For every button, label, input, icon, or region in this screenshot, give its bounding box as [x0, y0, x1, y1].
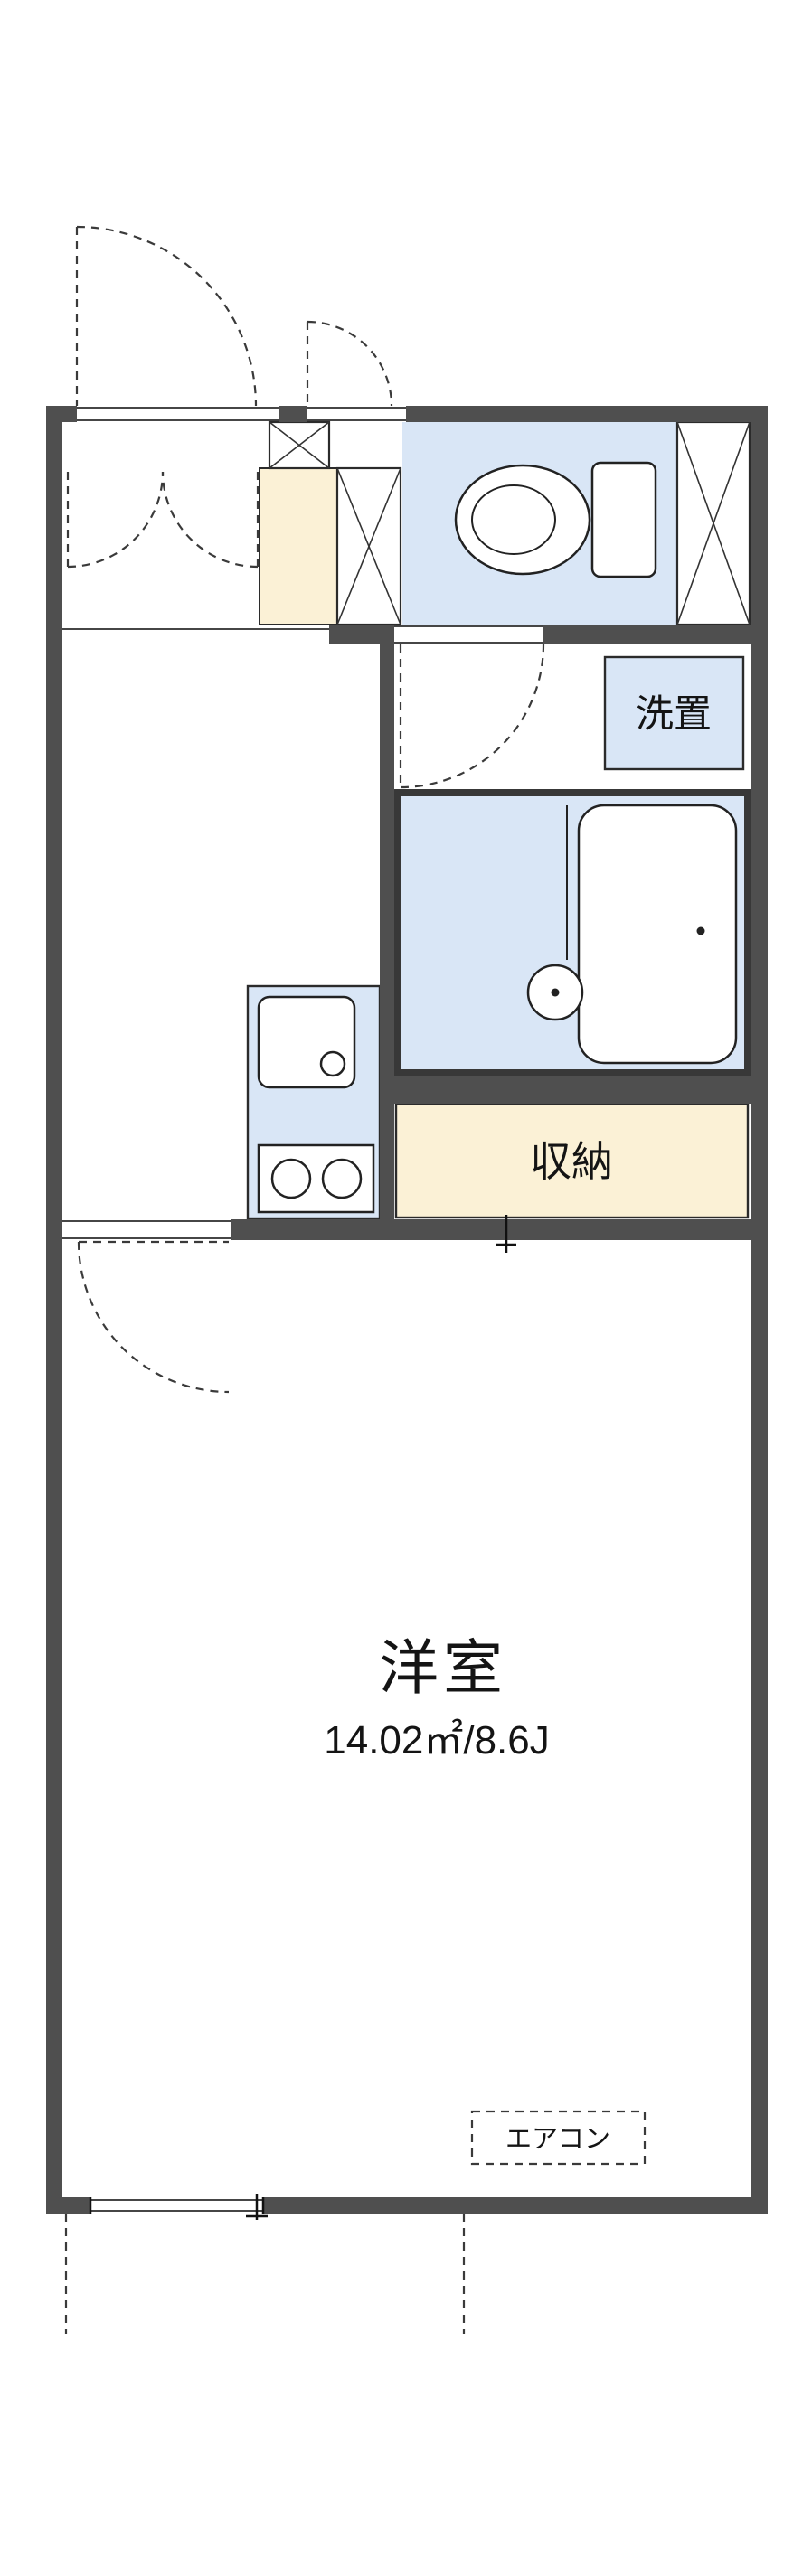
closet-label: 収納: [530, 1138, 613, 1185]
aircon-label: エアコン: [505, 2125, 610, 2154]
stove-icon: [257, 1143, 375, 1214]
pipe-space-center: [335, 466, 402, 626]
main-room-area-label: 14.02㎡/8.6J: [324, 1718, 550, 1763]
kitchen-sink-icon: [257, 995, 356, 1089]
wall-top-seg3: [406, 406, 768, 422]
wall-vertical-hall: [380, 644, 394, 1240]
shoe-closet-door-arcs: [66, 471, 260, 569]
bathtub-icon: [577, 804, 738, 1065]
washroom-door-swing-arc: [399, 644, 545, 789]
wall-bath-closet-band: [394, 1076, 751, 1104]
main-room-door-swing-arc: [77, 1240, 230, 1394]
shoe-cabinet: [259, 467, 338, 625]
wall-center-mark: [496, 1215, 516, 1253]
meter-box: [268, 420, 331, 470]
pipe-space-right: [675, 420, 751, 626]
wall-mid-horizontal-seg1: [329, 625, 394, 644]
opening-lines: [62, 407, 543, 1239]
washer-space-box: [603, 655, 745, 771]
toilet-icon: [454, 461, 657, 578]
wall-top-seg1: [46, 406, 77, 422]
wall-bottom-seg2: [263, 2197, 768, 2214]
walls: [46, 406, 768, 2214]
meter-door-swing-arc: [306, 320, 393, 407]
balcony-boundary-dashes: [64, 2214, 466, 2334]
main-room-label: 洋室: [379, 1634, 507, 1701]
washer-label: 洗置: [636, 692, 712, 735]
wall-right: [751, 406, 768, 2214]
closet-area: [394, 1102, 750, 1219]
wall-top-seg2: [279, 406, 307, 422]
bathtub-drain-dot: [696, 926, 705, 935]
window-bottom: [89, 2194, 268, 2220]
wall-mid-horizontal-seg2: [543, 625, 751, 644]
shower-drain-icon: [526, 805, 584, 1021]
wall-bottom-seg1: [46, 2197, 90, 2214]
entry-door-swing-arc: [75, 225, 258, 407]
aircon-box: エアコン: [470, 2110, 647, 2166]
wall-left: [46, 406, 62, 2214]
wall-room-top: [231, 1219, 751, 1240]
